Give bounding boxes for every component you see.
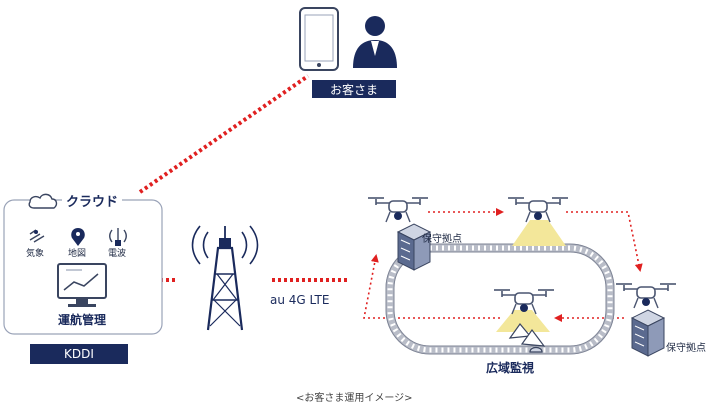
caption: <お客さま運用イメージ> bbox=[296, 393, 413, 404]
cell-tower-icon bbox=[191, 225, 259, 331]
camera-beam-center bbox=[496, 310, 550, 332]
customer-person-icon bbox=[353, 16, 397, 68]
wide-area-monitoring-label: 広域監視 bbox=[486, 361, 535, 375]
cloud-item-map-label: 地図 bbox=[68, 249, 87, 259]
drone-icon-left bbox=[367, 197, 429, 223]
cloud-item-radio-label: 電波 bbox=[108, 249, 127, 259]
maintenance-base-b-label: 保守拠点 bbox=[666, 343, 706, 354]
drone-icon-center bbox=[493, 289, 555, 315]
customer-label: お客さま bbox=[312, 80, 396, 98]
camera-beam-top bbox=[512, 220, 566, 246]
provider-label: KDDI bbox=[30, 344, 128, 364]
flight-management-label: 運航管理 bbox=[58, 313, 107, 327]
railway-loop bbox=[385, 243, 615, 355]
landslide-icon bbox=[508, 323, 546, 353]
link-customer-cloud bbox=[138, 74, 310, 194]
cloud-item-weather-label: 気象 bbox=[26, 249, 45, 259]
radio-signal-icon bbox=[109, 228, 127, 246]
cloud-title: クラウド bbox=[62, 196, 123, 209]
maintenance-building-a-icon bbox=[396, 223, 432, 271]
map-pin-icon bbox=[71, 228, 85, 246]
maintenance-building-b-icon bbox=[630, 309, 666, 357]
weather-icon bbox=[29, 229, 45, 243]
drone-icon-top bbox=[507, 197, 569, 223]
tablet-icon bbox=[299, 7, 339, 71]
network-label: au 4G LTE bbox=[270, 293, 330, 307]
maintenance-base-a-label: 保守拠点 bbox=[422, 234, 462, 245]
drone-icon-right bbox=[615, 283, 677, 309]
monitor-icon bbox=[57, 263, 107, 307]
